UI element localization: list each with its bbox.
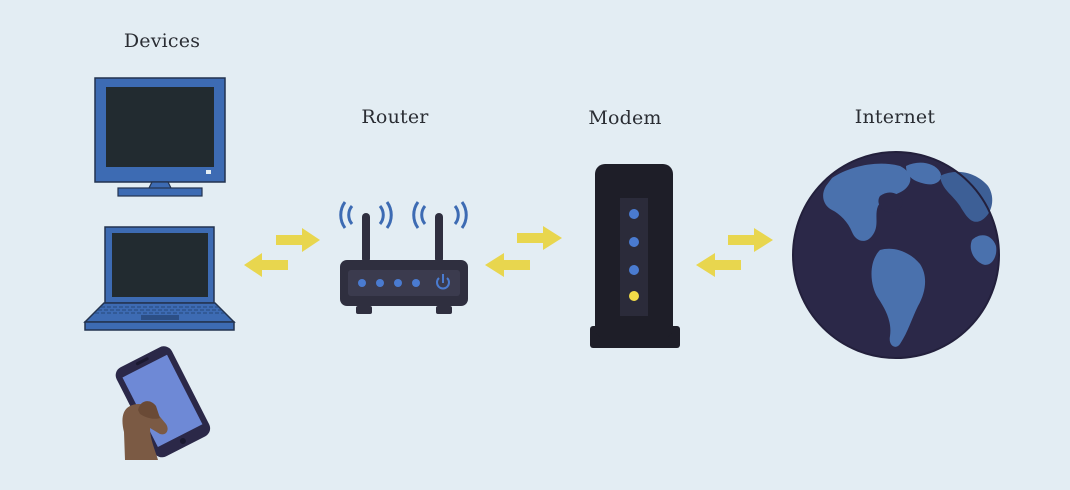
smartphone-icon: [115, 346, 211, 460]
desktop-monitor-icon: [94, 77, 226, 197]
modem-icon: [590, 164, 680, 348]
devices-label: Devices: [123, 30, 201, 52]
globe-icon: [792, 151, 1000, 359]
modem-label: Modem: [588, 107, 662, 129]
router-icon: [339, 201, 468, 314]
internet-label: Internet: [854, 106, 936, 128]
devices-router-arrows: [244, 228, 320, 277]
modem-internet-arrows: [696, 228, 773, 277]
laptop-icon: [83, 226, 236, 331]
router-modem-arrows: [485, 226, 562, 277]
router-label: Router: [361, 106, 429, 128]
